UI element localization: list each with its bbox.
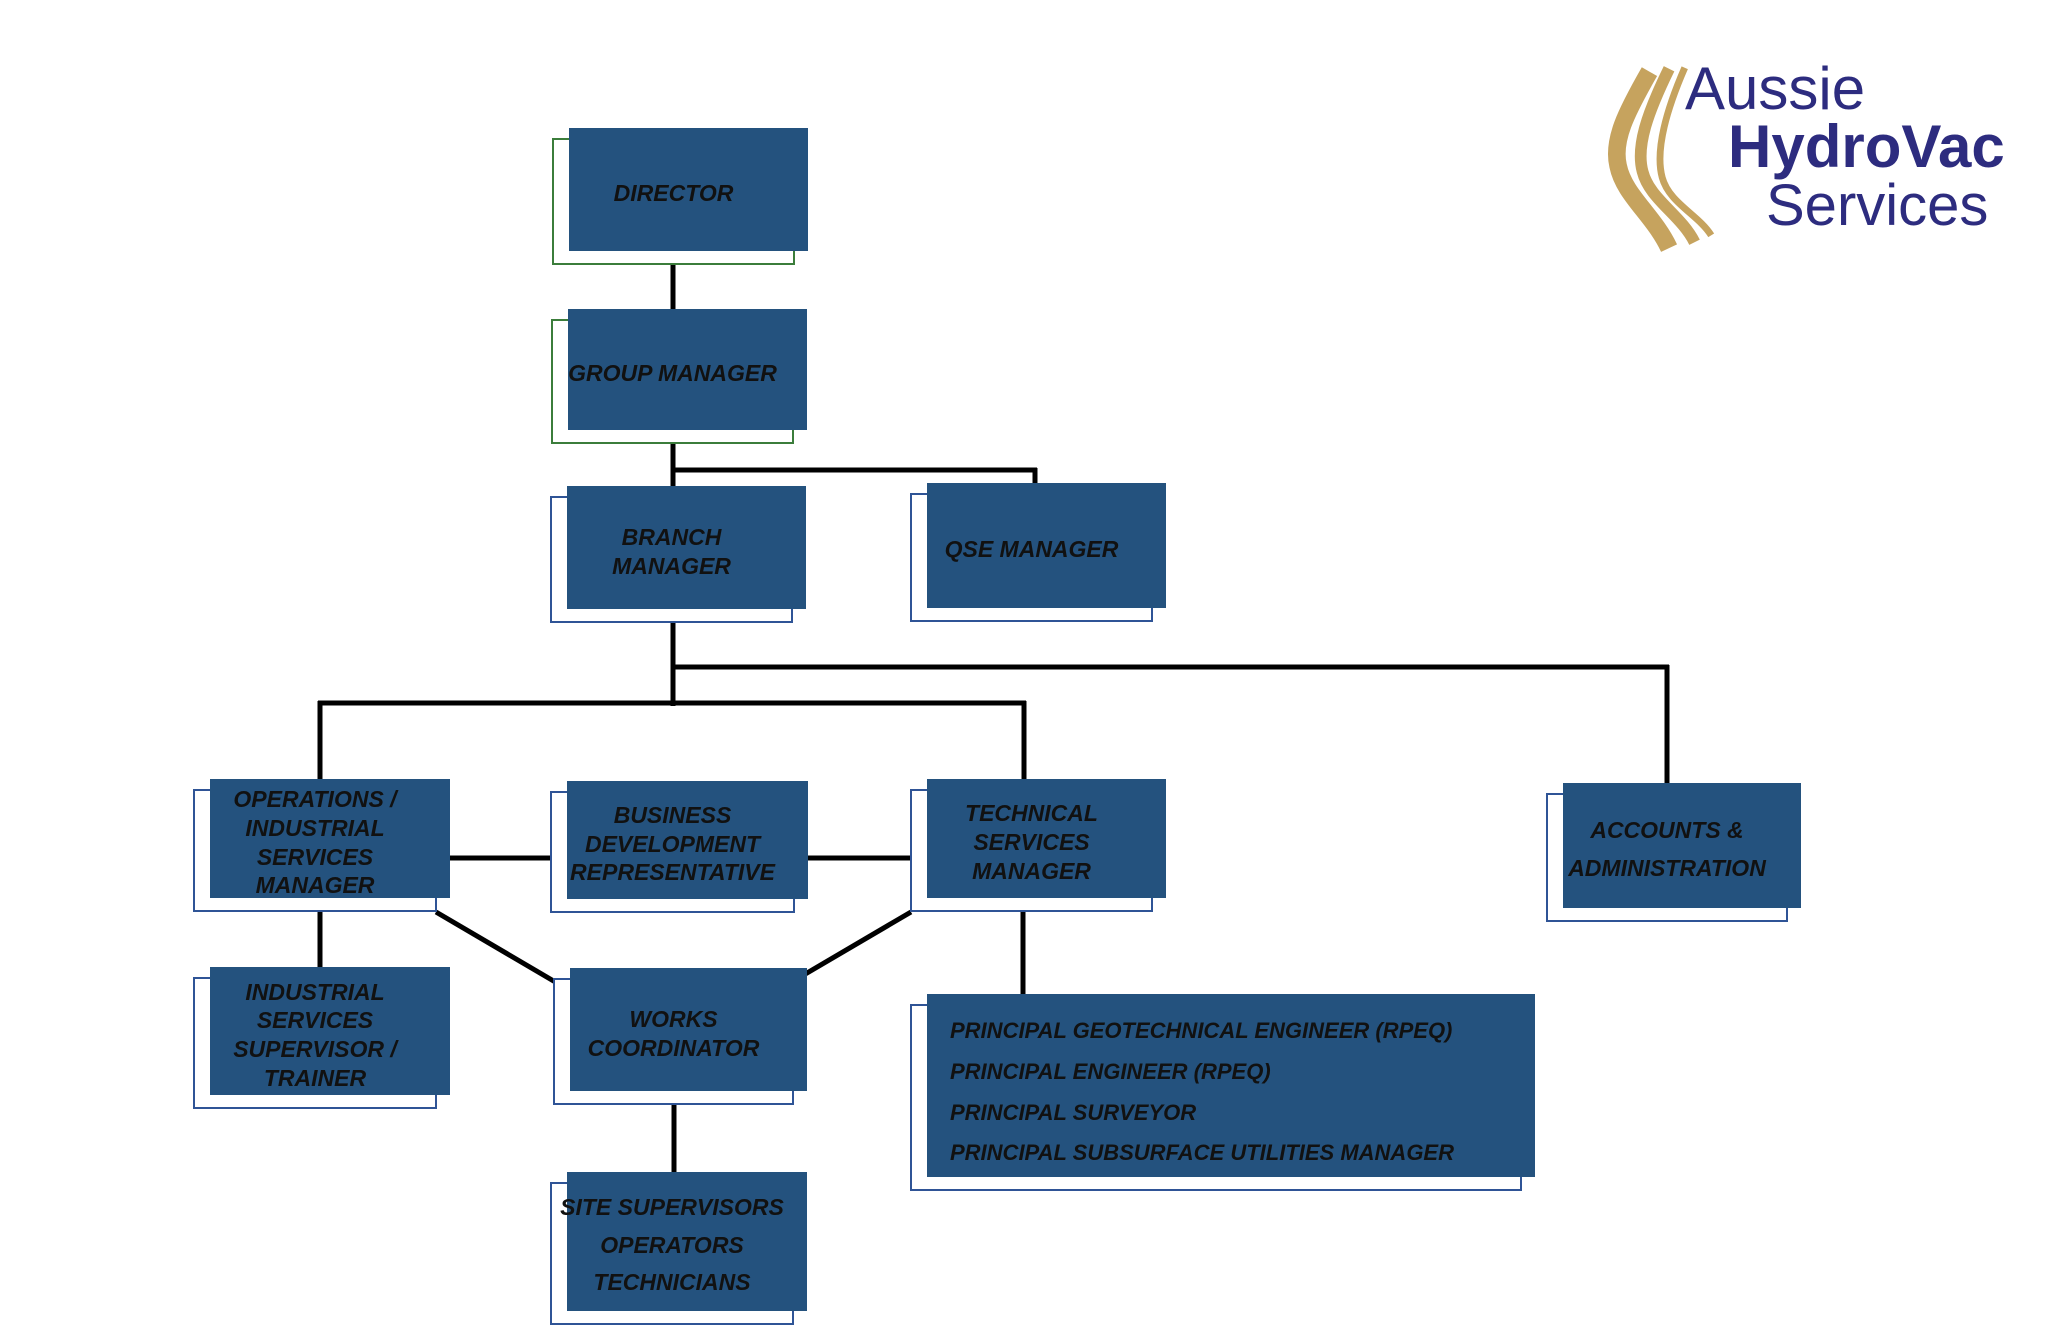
node-works-coordinator: WORKS COORDINATOR [553,968,807,1105]
node-principal-group: PRINCIPAL GEOTECHNICAL ENGINEER (RPEQ) P… [910,994,1535,1191]
node-business-development: BUSINESS DEVELOPMENT REPRESENTATIVE [550,781,808,913]
line-ops-works-diagonal [434,909,559,986]
node-label: TECHNICIANS [593,1269,751,1296]
logo-word-services: Services [1766,173,1989,238]
node-label: OPERATORS [600,1231,744,1258]
node-director: DIRECTOR [552,128,808,265]
node-label: ADMINISTRATION [1568,854,1766,881]
line-tech-works-diagonal [788,909,913,986]
node-qse-manager: QSE MANAGER [910,483,1166,622]
node-accounts-admin: ACCOUNTS & ADMINISTRATION [1546,783,1801,922]
node-label: PRINCIPAL SUBSURFACE UTILITIES MANAGER [950,1140,1454,1166]
node-operations-manager: OPERATIONS / INDUSTRIAL SERVICES MANAGER [193,779,450,912]
node-label: BUSINESS [613,801,732,828]
node-label: INDUSTRIAL SERVICES [245,978,385,1034]
node-label: DIRECTOR [613,180,734,207]
node-label: MANAGER [972,857,1091,884]
node-site-staff: SITE SUPERVISORS OPERATORS TECHNICIANS [550,1172,807,1325]
node-label: DEVELOPMENT [584,830,761,857]
node-label: SUPERVISOR / [233,1036,397,1062]
node-label: TRAINER [263,1064,367,1091]
node-label: INDUSTRIAL [245,814,385,841]
node-label: SITE SUPERVISORS [560,1193,784,1220]
node-label: SERVICES MANAGER [255,843,375,899]
node-label: TECHNICAL SERVICES [965,800,1098,856]
node-label: COORDINATOR [587,1034,760,1061]
node-label: OPERATIONS / [233,786,397,812]
node-label: PRINCIPAL SURVEYOR [950,1099,1197,1125]
node-label: GROUP MANAGER [568,360,777,387]
logo-word-hydrovac: HydroVac [1728,113,2005,180]
logo-word-aussie: Aussie [1685,55,1866,122]
node-label: QSE MANAGER [944,536,1119,563]
company-logo: Aussie HydroVac Services [1597,52,2037,252]
node-group-manager: GROUP MANAGER [551,309,807,444]
node-label: REPRESENTATIVE [570,859,775,886]
node-branch-manager: BRANCH MANAGER [550,486,806,623]
gold-road-swoosh-icon [1607,66,1715,252]
node-technical-services: TECHNICAL SERVICES MANAGER [910,779,1166,912]
node-label: WORKS [629,1005,718,1032]
node-industrial-supervisor: INDUSTRIAL SERVICES SUPERVISOR / TRAINER [193,967,450,1109]
node-label: ACCOUNTS & [1590,816,1744,843]
node-label: PRINCIPAL ENGINEER (RPEQ) [950,1058,1271,1084]
node-label: BRANCH MANAGER [612,523,731,579]
node-label: PRINCIPAL GEOTECHNICAL ENGINEER (RPEQ) [950,1018,1453,1044]
